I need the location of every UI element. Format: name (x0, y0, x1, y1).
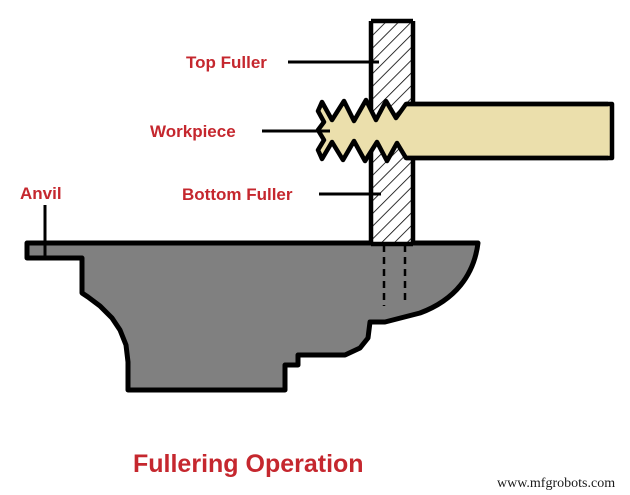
label-bottom-fuller: Bottom Fuller (182, 185, 293, 204)
label-workpiece: Workpiece (150, 122, 236, 141)
fuller-projection-dashed-lines (382, 245, 407, 306)
workpiece-body (315, 97, 615, 164)
leader-lines (43, 60, 381, 258)
anvil-body (24, 240, 481, 393)
label-top-fuller: Top Fuller (186, 53, 267, 72)
figure-title: Fullering Operation (133, 450, 364, 478)
bottom-fuller-shape (368, 140, 416, 247)
watermark: www.mfgrobots.com (497, 476, 615, 491)
anvil-shape (24, 240, 481, 393)
workpiece-shape (315, 97, 615, 164)
label-anvil: Anvil (20, 184, 62, 203)
